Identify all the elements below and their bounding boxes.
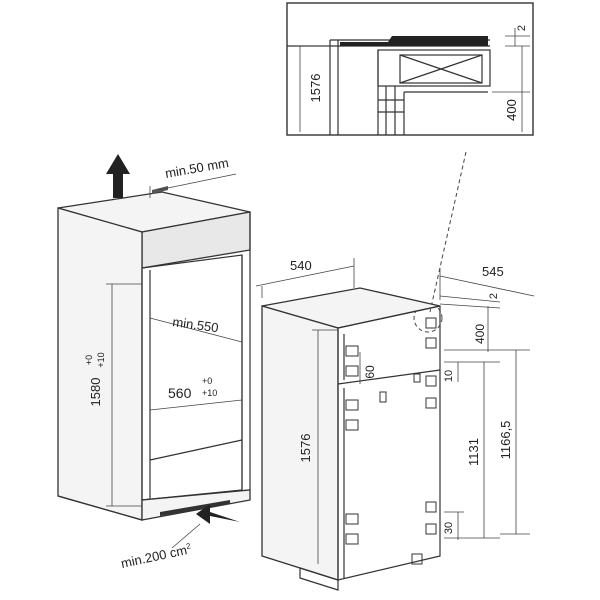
appliance-dimensions: 540 545 2 400 1576 60 10 1131 1166,5 — [255, 258, 535, 564]
inset-gap-label: 2 — [516, 25, 528, 31]
airflow-inlet-arrow — [196, 504, 240, 524]
inset-detail: 2 1576 400 — [286, 2, 534, 136]
niche-height-tol-top: +0 — [84, 355, 94, 365]
appliance — [261, 287, 441, 591]
inset-vent-label: 400 — [504, 99, 519, 121]
appliance-gap-label: 2 — [488, 293, 500, 299]
appliance-vent-label: 400 — [473, 324, 487, 344]
niche-depth-label: min.550 — [172, 314, 220, 335]
niche-width-tol-bot: +10 — [202, 388, 217, 398]
niche-height-label: 1580 — [88, 378, 103, 407]
dim-30-label: 30 — [443, 522, 455, 534]
dim-60-label: 60 — [363, 365, 377, 379]
niche-width-label: 560 — [168, 385, 192, 401]
dim-1166-label: 1166,5 — [498, 421, 513, 460]
dim-1131-label: 1131 — [466, 438, 481, 466]
appliance-depth-label: 545 — [482, 264, 504, 279]
dim-10-label: 10 — [443, 370, 455, 382]
niche-cabinet — [57, 186, 251, 521]
niche-height-tol-bot: +10 — [96, 352, 106, 367]
airflow-up-arrow — [106, 154, 130, 198]
appliance-height-label: 1576 — [298, 434, 313, 463]
vent-area-label: min.200 cm2 — [120, 541, 194, 571]
appliance-width-label: 540 — [290, 258, 312, 273]
inset-height-label: 1576 — [308, 74, 323, 103]
niche-width-tol-top: +0 — [202, 376, 212, 386]
detail-leader — [429, 151, 467, 313]
